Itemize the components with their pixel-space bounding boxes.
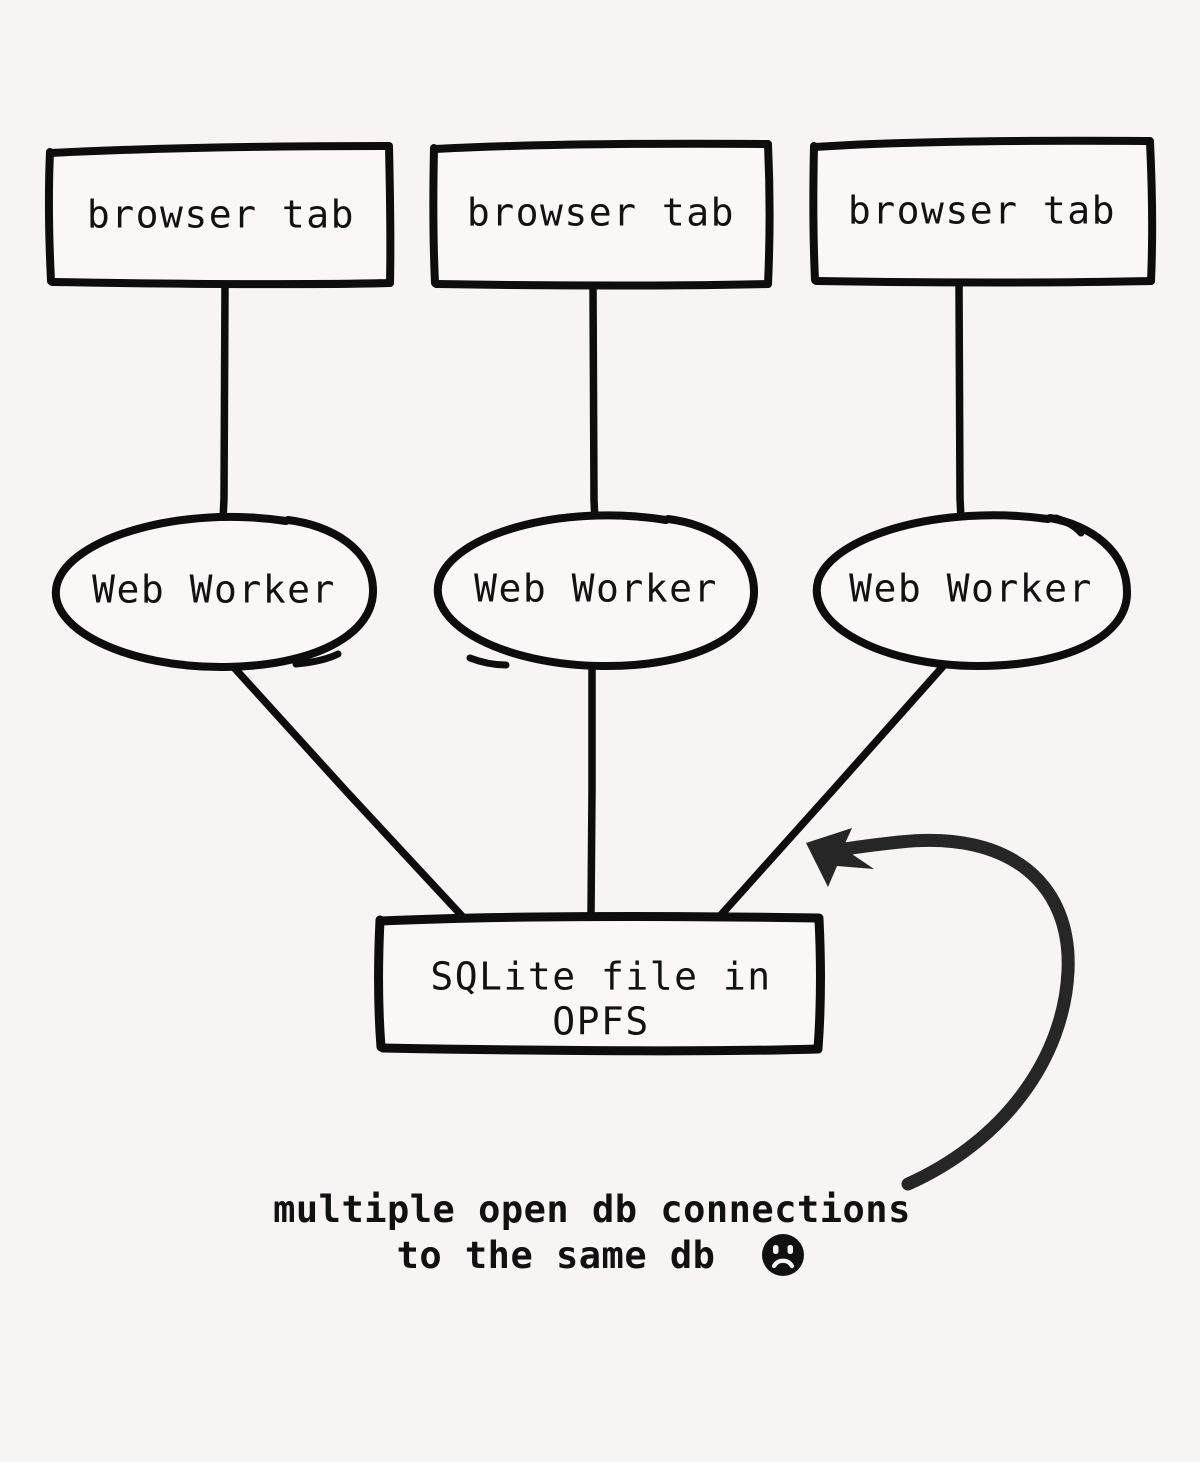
node-web-worker-2[interactable]: Web Worker: [433, 511, 759, 671]
edge-tab3-worker3: [955, 280, 965, 523]
web-worker-3-label: Web Worker: [849, 567, 1093, 611]
node-browser-tab-2[interactable]: browser tab: [429, 139, 774, 290]
edge-worker2-store: [587, 660, 596, 920]
browser-tab-3-label: browser tab: [848, 189, 1116, 233]
annotation-curved-arrow: [806, 828, 1075, 1191]
edge-tab1-worker1: [219, 280, 229, 524]
sqlite-store-label-line-2: OPFS: [552, 1000, 650, 1044]
annotation-line-1: multiple open db connections: [273, 1188, 911, 1231]
web-worker-2-label: Web Worker: [474, 567, 718, 611]
node-sqlite-opfs-store[interactable]: SQLite file in OPFS: [374, 912, 825, 1056]
sqlite-store-label-line-1: SQLite file in: [430, 955, 771, 999]
edge-worker3-store: [716, 659, 950, 920]
node-web-worker-1[interactable]: Web Worker: [51, 512, 378, 672]
frowning-face-emoji: [762, 1234, 804, 1276]
browser-tab-2-label: browser tab: [467, 191, 735, 235]
node-web-worker-3[interactable]: Web Worker: [812, 511, 1132, 670]
web-worker-1-label: Web Worker: [92, 568, 336, 612]
browser-tab-1-label: browser tab: [87, 193, 355, 237]
annotation-caption: multiple open db connections to the same…: [273, 1188, 911, 1277]
edge-tab2-worker2: [589, 282, 599, 525]
node-browser-tab-1[interactable]: browser tab: [44, 142, 395, 289]
edge-worker1-store: [225, 658, 466, 920]
annotation-line-2: to the same db: [397, 1234, 716, 1277]
node-browser-tab-3[interactable]: browser tab: [809, 136, 1157, 287]
